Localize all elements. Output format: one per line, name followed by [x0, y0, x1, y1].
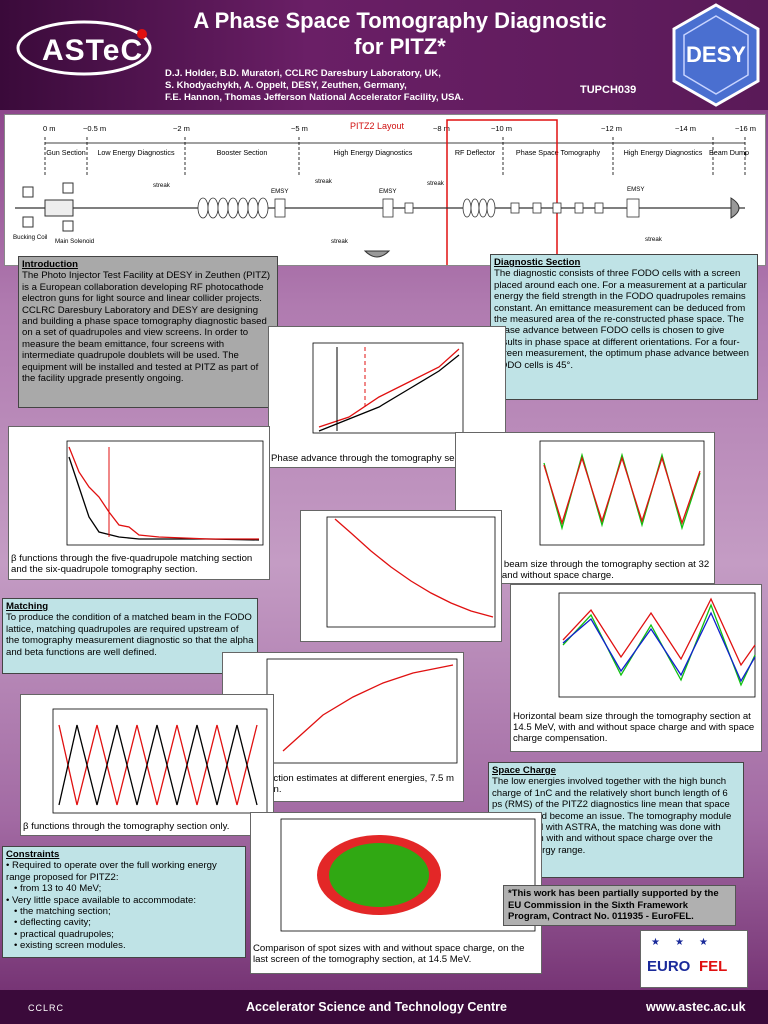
horizontal-14mev-figure: Horizontal beam size through the tomogra… — [510, 584, 762, 752]
title-line-1: A Phase Space Tomography Diagnostic — [193, 8, 607, 33]
distance-label: ~16 m — [735, 124, 756, 133]
component-label: EMSY — [379, 188, 397, 195]
component-label: EMSY — [627, 186, 645, 193]
diagnostic-heading: Diagnostic Section — [494, 257, 581, 268]
horizontal-32mev-caption: Horizontal beam size through the tomogra… — [458, 559, 710, 581]
section-label: High Energy Diagnostics — [334, 148, 413, 157]
component-label: streak — [645, 236, 663, 243]
eurofel-fel-text: FEL — [699, 958, 727, 975]
title-line-2: for PITZ* — [354, 34, 446, 59]
introduction-heading: Introduction — [22, 259, 78, 270]
author-line: S. Khodyachykh, A. Oppelt, DESY, Zeuthen… — [165, 80, 407, 91]
eurofel-euro-text: EURO — [647, 958, 691, 975]
matching-text: To produce the condition of a matched be… — [6, 612, 254, 658]
constraint-item: • the matching section; — [14, 906, 111, 918]
component-label: streak — [315, 178, 333, 185]
layout-svg: PITZ2 Layout 0 m ~0.5 m ~2 m ~5 m ~8 m ~… — [13, 119, 756, 271]
phase-advance-caption: Phase advance through the tomography sec… — [271, 453, 478, 464]
section-label: Phase Space Tomography — [516, 148, 601, 157]
beta-tomo-caption: β functions through the tomography secti… — [23, 821, 230, 832]
astec-swoosh-icon — [16, 20, 152, 76]
svg-text:★: ★ — [675, 937, 684, 948]
svg-text:★: ★ — [699, 937, 708, 948]
horizontal-14mev-caption: Horizontal beam size through the tomogra… — [513, 711, 755, 744]
space-charge-heading: Space Charge — [492, 765, 556, 776]
component-label: streak — [331, 238, 349, 245]
spot-size-caption: Comparison of spot sizes with and withou… — [253, 943, 525, 965]
svg-text:★: ★ — [651, 937, 660, 948]
section-label: Beam Dump — [709, 148, 749, 157]
distance-label: ~5 m — [291, 124, 308, 133]
footer-band — [0, 990, 768, 1024]
phase-advance-plot — [312, 342, 464, 434]
component-label: Main Solenoid — [55, 238, 95, 245]
constraints-heading: Constraints — [6, 849, 60, 860]
section-label: High Energy Diagnostics — [624, 148, 703, 157]
poster-code: TUPCH039 — [580, 84, 637, 96]
footer-title: Accelerator Science and Technology Centr… — [246, 1000, 507, 1014]
distance-label: ~14 m — [675, 124, 696, 133]
eurofel-logo: ★ ★ ★ EURO FEL — [640, 930, 748, 988]
component-label: Bucking Coil — [13, 234, 47, 241]
beta-five-quad-figure: β functions through the five-quadrupole … — [8, 426, 270, 580]
constraint-item: • Very little space available to accommo… — [6, 894, 197, 906]
constraint-item: • from 13 to 40 MeV; — [14, 883, 102, 895]
gun-cavity — [44, 199, 74, 217]
beta-energy-plot — [326, 516, 496, 628]
constraint-item: • practical quadrupoles; — [14, 928, 114, 940]
component-label: EMSY — [271, 188, 289, 195]
constraint-item: • existing screen modules. — [14, 940, 126, 952]
distance-label: ~2 m — [173, 124, 190, 133]
author-line: D.J. Holder, B.D. Muratori, CCLRC Daresb… — [165, 68, 441, 79]
eurofel-logo-icon: ★ ★ ★ EURO FEL — [647, 937, 727, 975]
desy-logo-text: DESY — [686, 42, 746, 67]
horizontal-14mev-plot — [558, 592, 756, 698]
constraints-box: Constraints • Required to operate over t… — [2, 846, 246, 958]
component-label: streak — [427, 180, 445, 187]
constraint-item: • Required to operate over the full work… — [6, 860, 217, 883]
distance-label: 0 m — [43, 124, 56, 133]
author-line: F.E. Hannon, Thomas Jefferson National A… — [165, 92, 464, 103]
section-label: RF Deflector — [455, 148, 496, 157]
booster-cavities — [197, 197, 496, 219]
constraint-item: • deflecting cavity; — [14, 917, 91, 929]
component-label: streak — [153, 182, 171, 189]
diagnostic-text: The diagnostic consists of three FODO ce… — [494, 268, 749, 371]
beam-dump-icon — [730, 197, 740, 219]
spot-size-plot — [280, 818, 536, 932]
distance-label: ~10 m — [491, 124, 512, 133]
poster-title: A Phase Space Tomography Diagnostic for … — [150, 8, 650, 60]
beta-tomo-plot — [52, 708, 268, 814]
distance-label: ~0.5 m — [83, 124, 106, 133]
desy-logo-icon: DESY — [672, 3, 760, 107]
tomography-highlight — [446, 119, 558, 271]
section-label: Booster Section — [217, 148, 268, 157]
beta-energy-figure — [300, 510, 502, 642]
pitz2-layout-diagram: PITZ2 Layout 0 m ~0.5 m ~2 m ~5 m ~8 m ~… — [4, 114, 766, 271]
diagnostic-section-box: Diagnostic Section The diagnostic consis… — [490, 254, 758, 400]
section-label: Low Energy Diagnostics — [97, 148, 175, 157]
spot-without-sc — [329, 843, 429, 907]
distance-label: ~12 m — [601, 124, 622, 133]
beta-five-caption: β functions through the five-quadrupole … — [11, 553, 253, 575]
astec-logo-text: ASTeC — [42, 34, 144, 67]
cclrc-logo-text: CCLRC — [28, 1003, 65, 1013]
matching-heading: Matching — [6, 601, 49, 612]
horizontal-32mev-plot — [539, 440, 705, 546]
footer-url[interactable]: www.astec.ac.uk — [646, 1000, 746, 1014]
spot-size-figure: Comparison of spot sizes with and withou… — [250, 812, 542, 974]
beta-five-quad-plot — [66, 440, 264, 546]
beta-tomo-figure: β functions through the tomography secti… — [20, 694, 274, 836]
introduction-text: The Photo Injector Test Facility at DESY… — [22, 270, 271, 385]
header-band — [0, 0, 768, 110]
section-label: Gun Section — [46, 148, 86, 157]
matching-box: Matching To produce the condition of a m… — [2, 598, 258, 674]
support-note: *This work has been partially supported … — [503, 885, 736, 926]
authors: D.J. Holder, B.D. Muratori, CCLRC Daresb… — [165, 68, 595, 104]
distance-label: ~8 m — [433, 124, 450, 133]
introduction-box: Introduction The Photo Injector Test Fac… — [18, 256, 278, 408]
layout-title: PITZ2 Layout — [350, 121, 405, 131]
